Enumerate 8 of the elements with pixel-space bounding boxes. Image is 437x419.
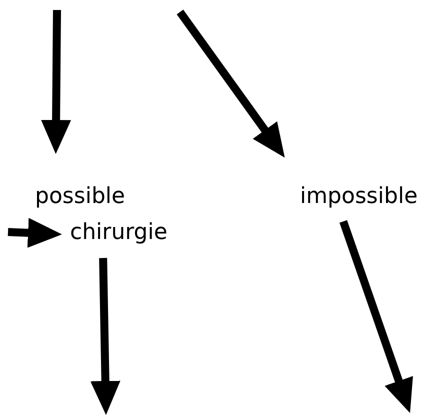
arrow: [90, 258, 120, 415]
arrow: [176, 10, 285, 158]
arrow: [8, 218, 62, 248]
arrow: [339, 220, 413, 413]
arrow: [41, 10, 72, 154]
term-label: possible: [31, 182, 130, 212]
term-label: impossible: [296, 182, 422, 212]
term-label: chirurgie: [66, 218, 172, 248]
